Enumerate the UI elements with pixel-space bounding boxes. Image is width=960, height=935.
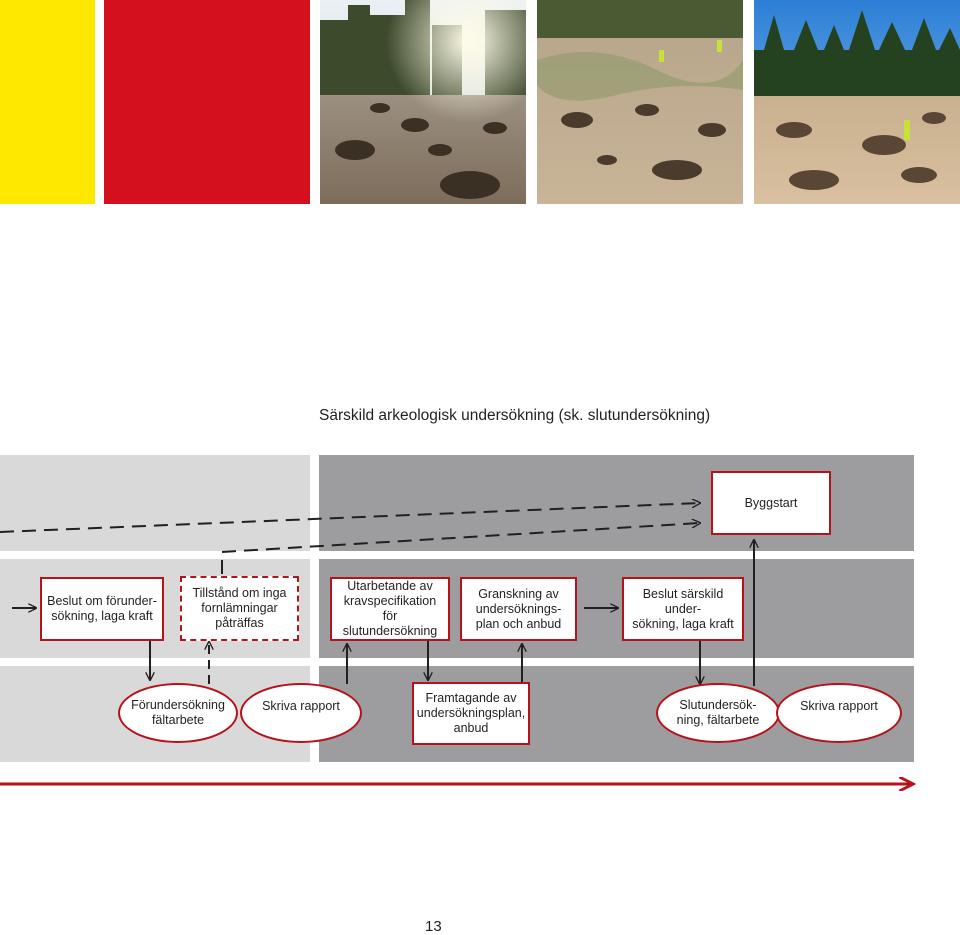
- oval-skriva-rapport-1: Skriva rapport: [240, 683, 362, 743]
- oval-slutundersokning: Slutundersök- ning, fältarbete: [656, 683, 780, 743]
- red-swatch: [104, 0, 310, 204]
- page-number: 13: [425, 918, 442, 935]
- box-byggstart: Byggstart: [711, 471, 831, 535]
- band-top-left: [0, 455, 310, 551]
- yellow-swatch: [0, 0, 95, 204]
- forest-clearing-photo-3: [754, 0, 960, 204]
- forest-clearing-photo-2: [537, 0, 743, 204]
- diagram-title: Särskild arkeologisk undersökning (sk. s…: [319, 407, 711, 424]
- oval-forundersokning: Förundersökning fältarbete: [118, 683, 238, 743]
- forest-clearing-photo-1: [320, 0, 526, 204]
- box-beslut-forundersokning: Beslut om förunder- sökning, laga kraft: [40, 577, 164, 641]
- box-granskning: Granskning av undersöknings- plan och an…: [460, 577, 577, 641]
- oval-skriva-rapport-2: Skriva rapport: [776, 683, 902, 743]
- box-beslut-sarskild: Beslut särskild under- sökning, laga kra…: [622, 577, 744, 641]
- box-utarbetande: Utarbetande av kravspecifikation för slu…: [330, 577, 450, 641]
- box-framtagande: Framtagande av undersökningsplan, anbud: [412, 682, 530, 745]
- box-tillstand: Tillstånd om inga fornlämningar påträffa…: [180, 576, 299, 641]
